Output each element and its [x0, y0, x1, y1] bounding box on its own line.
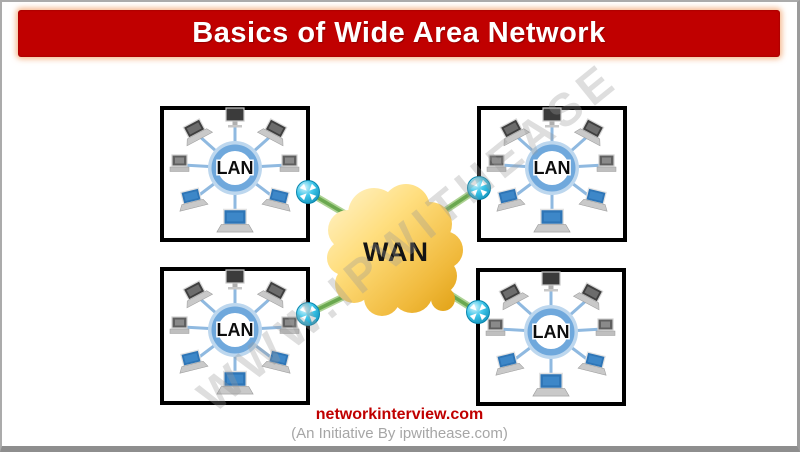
page-title: Basics of Wide Area Network: [192, 17, 606, 49]
footer-site-link[interactable]: networkinterview.com: [315, 406, 484, 423]
lan-label: LAN: [534, 158, 571, 178]
lan-box-bottom-right: LAN: [476, 268, 626, 406]
lan-label: LAN: [217, 320, 254, 340]
title-banner: Basics of Wide Area Network: [18, 10, 780, 57]
wan-label: WAN: [363, 237, 429, 267]
router-icon-bottom-right: [466, 300, 490, 324]
lan-box-bottom-left: LAN: [160, 267, 310, 405]
lan-label: LAN: [217, 158, 254, 178]
lan-box-top-left: LAN: [160, 106, 310, 242]
router-icon-top-left: [296, 180, 320, 204]
wan-cloud: WAN: [327, 184, 463, 316]
lan-label: LAN: [533, 322, 570, 342]
lan-box-top-right: LAN: [477, 106, 627, 242]
footer-tagline: (An Initiative By ipwithease.com): [291, 425, 508, 442]
